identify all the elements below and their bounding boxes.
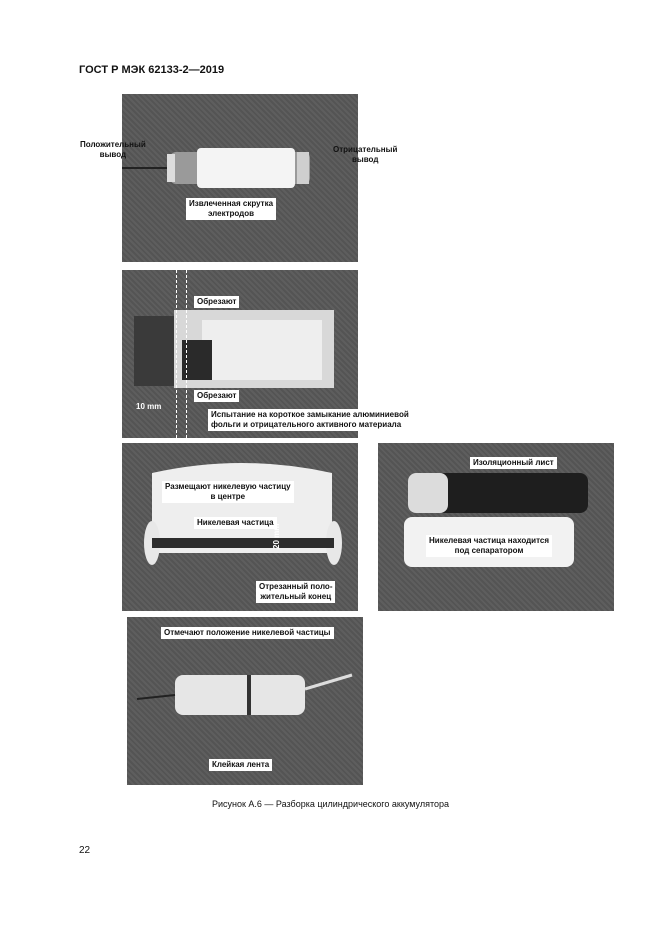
label-cut-top: Обрезают <box>194 296 240 308</box>
foil-illustration <box>134 310 334 388</box>
label-cut-bottom: Обрезают <box>194 390 240 402</box>
document-header: ГОСТ Р МЭК 62133-2—2019 <box>79 64 225 76</box>
roll-illustration <box>122 148 310 188</box>
label-nickel-particle: Никелевая частица <box>194 517 277 529</box>
photo-place-particle: Размещают никелевую частицу в центре Ник… <box>122 443 358 611</box>
label-dimension-10mm: 10 mm <box>136 402 162 411</box>
cut-line-left <box>176 270 177 438</box>
label-particle-under-separator: Никелевая частица находится под сепарато… <box>426 535 553 557</box>
label-cut-positive-end: Отрезанный поло- жительный конец <box>256 581 336 603</box>
label-mark-position: Отмечают положение никелевой частицы <box>161 627 334 639</box>
label-negative-terminal: Отрицательный вывод <box>333 145 398 164</box>
label-insulation-sheet: Изоляционный лист <box>470 457 557 469</box>
cut-line-right <box>186 270 187 438</box>
photo-insulation: Изоляционный лист Никелевая частица нахо… <box>378 443 614 611</box>
label-adhesive-tape: Клейкая лента <box>209 759 273 771</box>
label-place-particle: Размещают никелевую частицу в центре <box>162 481 294 503</box>
label-extracted-roll: Извлеченная скрутка электродов <box>186 198 277 220</box>
label-positive-terminal: Положительный вывод <box>80 140 146 159</box>
photo-extracted-roll: Извлеченная скрутка электродов <box>122 94 358 262</box>
photo-adhesive-tape: Отмечают положение никелевой частицы Кле… <box>127 617 363 785</box>
label-dimension-20mm: 20 mm <box>272 523 281 549</box>
page-number: 22 <box>79 845 91 856</box>
label-short-test: Испытание на короткое замыкание алюминие… <box>208 409 412 431</box>
taped-cell-illustration <box>136 673 353 715</box>
figure-caption: Рисунок А.6 — Разборка цилиндрического а… <box>211 799 450 809</box>
